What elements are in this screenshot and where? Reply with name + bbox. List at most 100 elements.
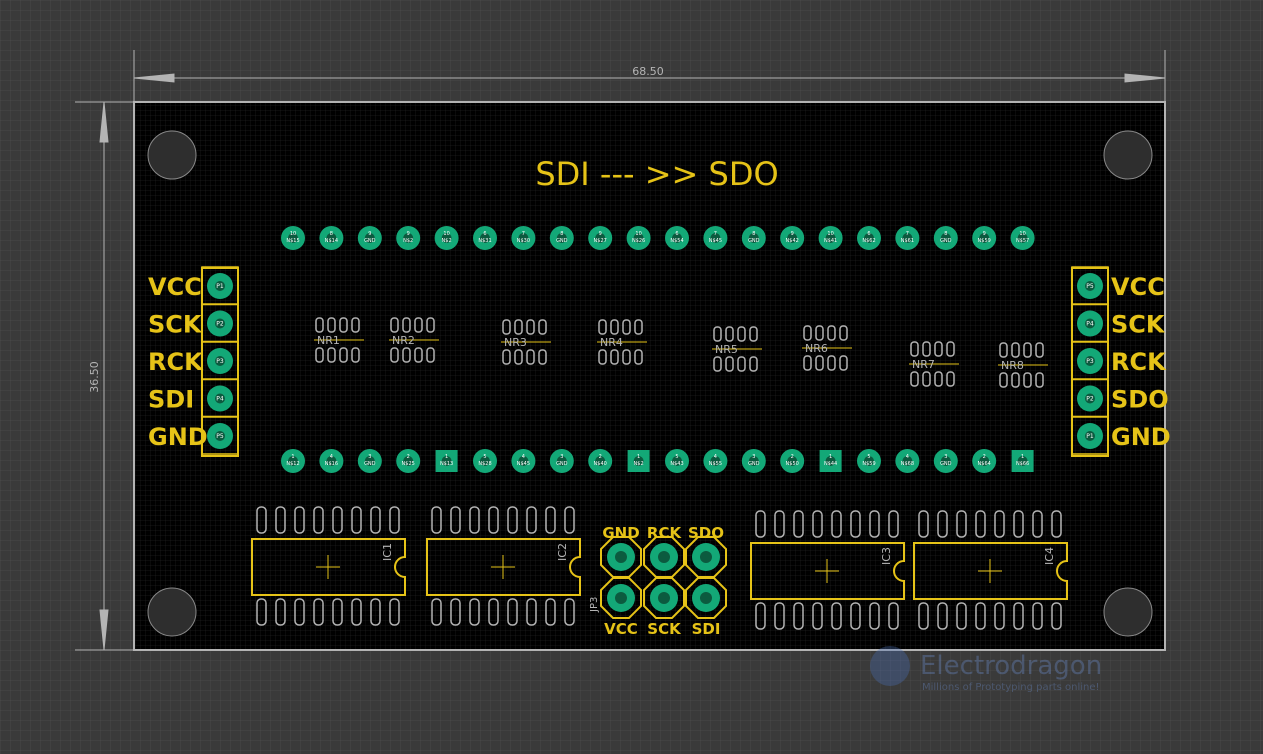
resistor-network: NR3 [501,319,551,365]
ic-pad [850,602,861,630]
top-row-pad: 9N$27 [588,226,613,250]
pin-text: P1 [1086,433,1094,440]
smd-pad [339,317,348,333]
pin-cell-outline [201,416,239,455]
pad-number: 10 [290,231,296,237]
smd-pad [610,319,619,335]
ic-pad [275,506,286,534]
resistor-network: NR2 [389,317,439,363]
watermark-brand: Electrodragon [920,651,1102,681]
pin-text: P4 [1086,321,1094,328]
drill-hole [364,233,375,243]
smd-pad [713,326,722,342]
smd-pad [839,325,848,341]
drill-hole [710,233,721,243]
drill-hole [441,456,452,466]
pad-net: GND [364,238,376,244]
ic-pad [351,598,362,626]
smd-pad [526,319,535,335]
jp3-pin [600,577,642,619]
pad-net: N$2 [634,461,644,467]
smd-pad [327,317,336,333]
pin-drill [1085,431,1095,441]
drill-hole [326,233,337,243]
resistor-label: NR5 [715,343,738,356]
ic-pad [526,598,537,626]
pad-net: N$62 [862,238,875,244]
smd-pad [351,317,360,333]
pad-number: 8 [944,231,947,237]
top-row-pad: 7N$61 [895,226,920,250]
pad-number: 1 [291,454,294,460]
smd-pad [538,349,547,365]
smd-pad [315,317,324,333]
pad-net: N$26 [632,238,645,244]
pad-number: 6 [483,231,486,237]
pin-text: P1 [216,283,224,290]
resistor-label: NR7 [912,358,935,371]
jp3-top-label: GND [602,524,639,542]
jp3-pin-outline [685,577,727,619]
ic-pad [488,506,499,534]
drill-hole [480,456,490,466]
drill-hole [595,456,606,466]
drill-hole [403,456,414,466]
drill-hole [902,456,913,466]
bottom-row-pad: 2N$50 [780,449,805,473]
resistor-label: NR3 [504,336,527,349]
resistor-label: NR2 [392,334,415,347]
bottom-row-pad: 1N$66 [1011,450,1034,472]
pin-text: P2 [216,321,224,328]
pad-net: N$66 [1016,461,1029,467]
pad-net: N$16 [325,461,338,467]
jp3-drill [700,551,712,563]
pad-number: 3 [944,454,947,460]
mounting-hole [1103,587,1153,637]
ic-pad [755,510,766,538]
top-pad-row: 10N$158N$149GND9N$210N$26N$317N$308GND9N… [281,226,1035,250]
ic-pad [431,598,442,626]
ic-pad [564,598,575,626]
ic-pad [975,602,986,630]
height-dimension-label: 36.50 [88,361,101,393]
ic-pad [545,598,556,626]
pin-drill [215,281,225,291]
smd-pad [390,347,399,363]
ic-footprint: IC4 [913,510,1068,630]
ic-pad [1013,510,1024,538]
resistor-network: NR5 [712,326,762,372]
drill-hole [864,233,874,243]
ic-pad [275,598,286,626]
width-dimension-label: 68.50 [632,65,664,78]
drill-hole [672,233,682,243]
jp3-pin-outline [600,577,642,619]
drill-hole [787,456,798,466]
ic-pad [507,598,518,626]
pad-number: 3 [752,454,755,460]
pad-net: N$59 [978,238,991,244]
smd-pad [934,371,943,387]
smd-pad [839,355,848,371]
drill-hole [288,233,298,243]
header-label: RCK [1111,348,1167,376]
pad-number: 1 [1021,454,1024,460]
ic-pad [564,506,575,534]
bottom-row-pad: 1N$12 [281,449,305,473]
jp3-bottom-label: VCC [604,620,638,638]
pad-number: 9 [983,231,986,237]
bottom-row-pad: 2N$64 [972,449,997,473]
pad-net: N$25 [402,461,415,467]
ic-pad [294,598,305,626]
pad-number: 3 [560,454,563,460]
smd-pad [526,349,535,365]
smd-pad [622,319,631,335]
smd-pad [737,356,746,372]
drill-hole [518,456,529,466]
bottom-row-pad: 2N$25 [396,449,421,473]
